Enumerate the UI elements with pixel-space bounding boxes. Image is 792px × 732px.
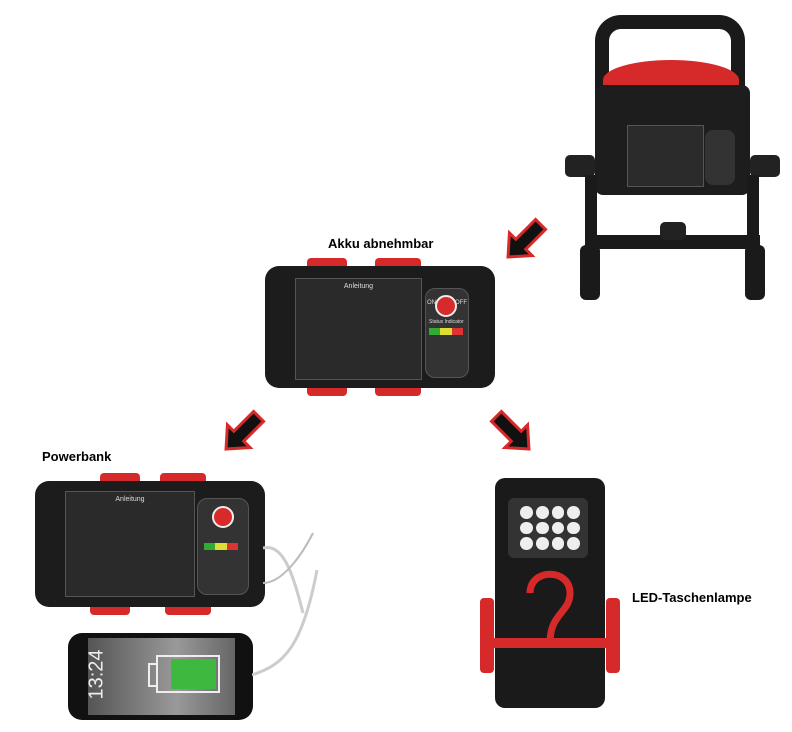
panel-title: Anleitung [343, 283, 374, 290]
smartphone-image: 13:24 [68, 633, 253, 720]
phone-time: 13:24 [85, 649, 108, 700]
arrow-to-lamp-icon [489, 409, 531, 451]
work-light-image [565, 0, 780, 310]
on-label: ON [427, 300, 436, 306]
off-label: OFF [455, 300, 467, 306]
powerbank-image: Anleitung [35, 473, 315, 618]
battery-pack-image: Anleitung ON OFF Status Indicator [265, 258, 495, 398]
label-lamp: LED-Taschenlampe [632, 590, 752, 605]
panel-title: Anleitung [115, 496, 145, 503]
status-indicator-label: Status Indicator [429, 319, 464, 325]
label-powerbank: Powerbank [42, 449, 112, 464]
battery-icon [156, 655, 220, 693]
label-akku: Akku abnehmbar [328, 236, 434, 251]
led-flashlight-image [480, 478, 620, 713]
arrow-to-powerbank-icon [224, 409, 266, 451]
arrow-to-akku-icon [506, 217, 548, 259]
